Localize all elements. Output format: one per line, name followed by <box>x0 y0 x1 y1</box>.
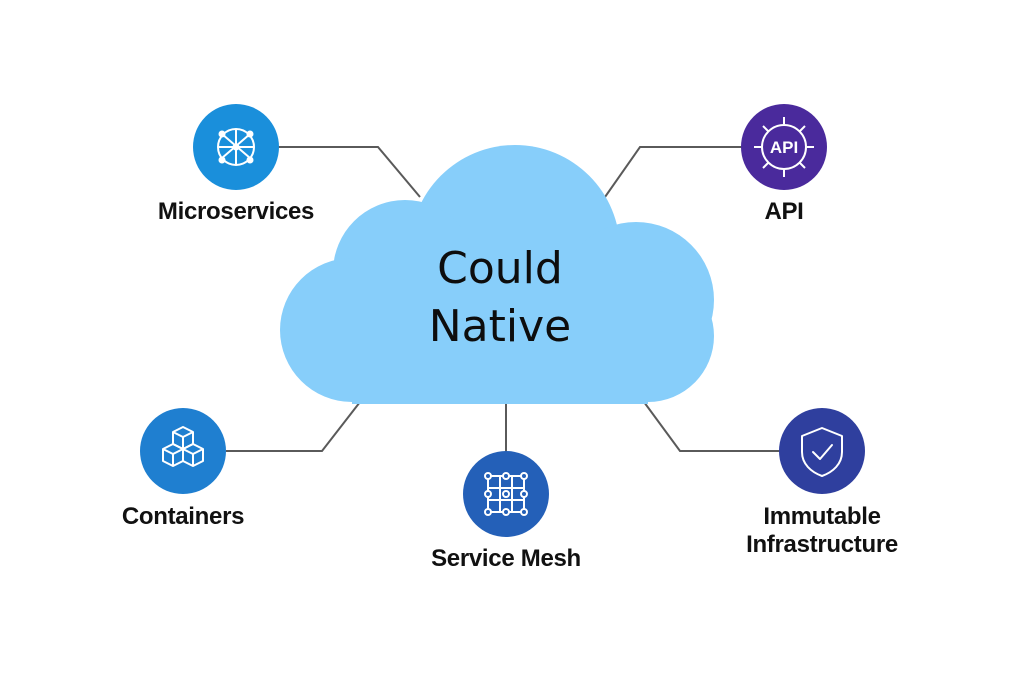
connector-microservices <box>278 146 421 198</box>
label-api: API <box>764 198 804 225</box>
connector-immutable-infrastructure <box>643 401 780 452</box>
label-service-mesh: Service Mesh <box>431 545 581 572</box>
api-gear-icon: API <box>741 104 827 190</box>
shield-check-icon <box>779 408 865 494</box>
connector-containers <box>226 401 361 452</box>
label-microservices: Microservices <box>157 198 315 225</box>
svg-text:API: API <box>770 138 798 157</box>
mesh-grid-icon <box>463 451 549 537</box>
center-title-line2: Native <box>428 301 572 352</box>
connector-api <box>604 146 742 198</box>
label-immutable-line2: Infrastructure <box>746 531 898 558</box>
center-title-line1: Could <box>437 243 563 294</box>
label-immutable-infrastructure: Immutable Infrastructure <box>712 503 932 559</box>
stacked-cubes-icon <box>140 408 226 494</box>
center-title: Could Native <box>360 240 640 356</box>
label-containers: Containers <box>121 503 245 530</box>
label-immutable-line1: Immutable <box>763 503 881 530</box>
cloud-shape <box>280 145 714 404</box>
network-globe-icon <box>193 104 279 190</box>
